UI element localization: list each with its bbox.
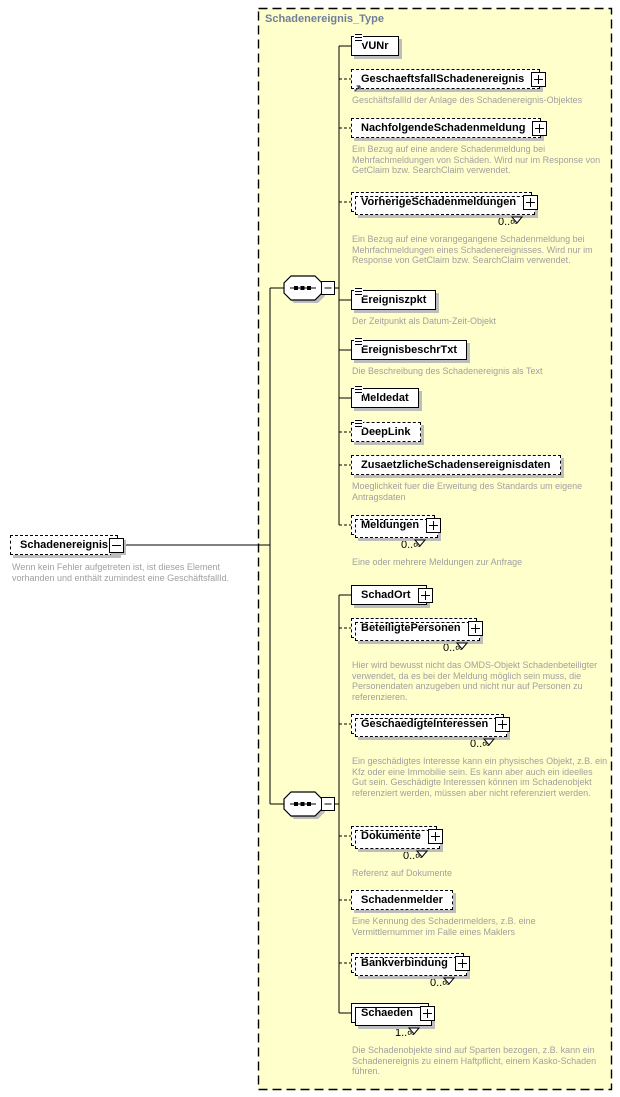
element-name: VorherigeSchadenmeldungen bbox=[361, 196, 517, 208]
element-name: Meldedat bbox=[361, 392, 409, 404]
expand-plus-icon[interactable] bbox=[532, 121, 548, 136]
element-name: GeschaeftsfallSchadenereignis bbox=[361, 73, 525, 85]
element-name: Schaeden bbox=[361, 1007, 413, 1019]
complex-type-label: Schadenereignis_Type bbox=[265, 13, 385, 25]
element-Dokumente[interactable]: Dokumente bbox=[351, 826, 443, 858]
element-SchadOrt[interactable]: SchadOrt bbox=[351, 585, 433, 605]
annotation-ZusaetzlicheSchadensereignisdaten: Moeglichkeit fuer die Erweitung des Stan… bbox=[352, 481, 583, 502]
expand-plus-icon[interactable] bbox=[427, 829, 443, 844]
element-Schaeden[interactable]: Schaeden bbox=[351, 1003, 435, 1035]
element-BeteiligtePersonen[interactable]: BeteiligtePersonen bbox=[351, 618, 483, 650]
annotation-GeschaeftsfallSchadenereignis: GeschäftsfallId der Anlage des Schadener… bbox=[352, 95, 583, 105]
element-name: Schadenmelder bbox=[361, 894, 443, 906]
repeat-chevron-icon bbox=[483, 734, 496, 746]
element-VUNr[interactable]: VUNr bbox=[351, 33, 399, 56]
element-name: SchadOrt bbox=[361, 589, 411, 601]
element-Ereigniszpkt[interactable]: Ereigniszpkt bbox=[351, 287, 437, 310]
collapse-minus-icon[interactable] bbox=[109, 538, 125, 553]
text-content-icon bbox=[354, 287, 363, 297]
element-DeepLink[interactable]: DeepLink bbox=[351, 419, 421, 442]
multiplicity-VorherigeSchadenmeldungen: 0..∞ bbox=[498, 216, 519, 228]
element-name: BeteiligtePersonen bbox=[361, 622, 461, 634]
expand-plus-icon[interactable] bbox=[531, 72, 547, 87]
sequence-compositor-icon[interactable] bbox=[283, 275, 335, 303]
element-name: GeschaedigteInteressen bbox=[361, 718, 489, 730]
annotation-Dokumente: Referenz auf Dokumente bbox=[352, 868, 453, 878]
repeat-chevron-icon bbox=[442, 973, 455, 985]
annotation-VorherigeSchadenmeldungen: Ein Bezug auf eine vorangegangene Schade… bbox=[352, 234, 593, 265]
repeat-chevron-icon bbox=[510, 212, 524, 224]
element-name: DeepLink bbox=[361, 426, 411, 438]
element-ZusaetzlicheSchadensereignisdaten[interactable]: ZusaetzlicheSchadensereignisdaten bbox=[351, 455, 561, 475]
annotation-Ereigniszpkt: Der Zeitpunkt als Datum-Zeit-Objekt bbox=[352, 316, 497, 326]
element-name: EreignisbeschrTxt bbox=[361, 344, 457, 356]
multiplicity-GeschaedigteInteressen: 0..∞ bbox=[470, 738, 491, 750]
element-GeschaedigteInteressen[interactable]: GeschaedigteInteressen bbox=[351, 714, 511, 746]
element-Bankverbindung[interactable]: Bankverbindung bbox=[351, 953, 470, 985]
reference-arrow-icon bbox=[353, 81, 363, 92]
element-GeschaeftsfallSchadenereignis[interactable]: GeschaeftsfallSchadenereignis bbox=[351, 69, 547, 92]
element-Meldungen[interactable]: Meldungen bbox=[351, 515, 442, 547]
repeat-chevron-icon bbox=[455, 638, 468, 650]
element-name: Schadenereignis bbox=[20, 539, 109, 551]
text-content-icon bbox=[354, 337, 363, 347]
element-name: ZusaetzlicheSchadensereignisdaten bbox=[361, 459, 551, 471]
text-content-icon bbox=[354, 419, 363, 429]
annotation-Schadenereignis: Wenn kein Fehler aufgetreten ist, ist di… bbox=[12, 562, 230, 583]
annotation-Meldungen: Eine oder mehrere Meldungen zur Anfrage bbox=[352, 557, 523, 567]
element-Meldedat[interactable]: Meldedat bbox=[351, 385, 419, 408]
annotation-BeteiligtePersonen: Hier wird bewusst nicht das OMDS-Objekt … bbox=[352, 660, 598, 702]
expand-plus-icon[interactable] bbox=[495, 717, 511, 732]
text-content-icon bbox=[354, 385, 363, 395]
element-name: Bankverbindung bbox=[361, 957, 448, 969]
multiplicity-Meldungen: 0..∞ bbox=[401, 539, 422, 551]
annotation-NachfolgendeSchadenmeldung: Ein Bezug auf eine andere Schadenmeldung… bbox=[352, 144, 601, 175]
element-Schadenereignis[interactable]: Schadenereignis bbox=[10, 535, 125, 555]
element-name: Meldungen bbox=[361, 519, 420, 531]
expand-plus-icon[interactable] bbox=[419, 1006, 435, 1021]
element-VorherigeSchadenmeldungen[interactable]: VorherigeSchadenmeldungen bbox=[351, 192, 539, 224]
annotation-GeschaedigteInteressen: Ein geschädigtes Interesse kann ein phys… bbox=[352, 756, 608, 798]
repeat-chevron-icon bbox=[407, 1023, 421, 1035]
annotation-Schadenmelder: Eine Kennung des Schadenmelders, z.B. ei… bbox=[352, 916, 536, 937]
element-EreignisbeschrTxt[interactable]: EreignisbeschrTxt bbox=[351, 337, 467, 360]
text-content-icon bbox=[354, 33, 363, 43]
expand-plus-icon[interactable] bbox=[426, 518, 442, 533]
element-Schadenmelder[interactable]: Schadenmelder bbox=[351, 890, 453, 910]
element-name: Dokumente bbox=[361, 830, 421, 842]
element-name: VUNr bbox=[361, 40, 389, 52]
annotation-EreignisbeschrTxt: Die Beschreibung des Schadenereignis als… bbox=[352, 366, 543, 376]
expand-plus-icon[interactable] bbox=[523, 195, 539, 210]
element-NachfolgendeSchadenmeldung[interactable]: NachfolgendeSchadenmeldung bbox=[351, 118, 548, 138]
element-name: Ereigniszpkt bbox=[361, 294, 427, 306]
expand-plus-icon[interactable] bbox=[454, 956, 470, 971]
expand-plus-icon[interactable] bbox=[417, 588, 433, 603]
expand-plus-icon[interactable] bbox=[467, 621, 483, 636]
repeat-chevron-icon bbox=[415, 846, 428, 858]
repeat-chevron-icon bbox=[413, 535, 427, 547]
element-name: NachfolgendeSchadenmeldung bbox=[361, 122, 526, 134]
annotation-Schaeden: Die Schadenobjekte sind auf Sparten bezo… bbox=[352, 1045, 597, 1076]
